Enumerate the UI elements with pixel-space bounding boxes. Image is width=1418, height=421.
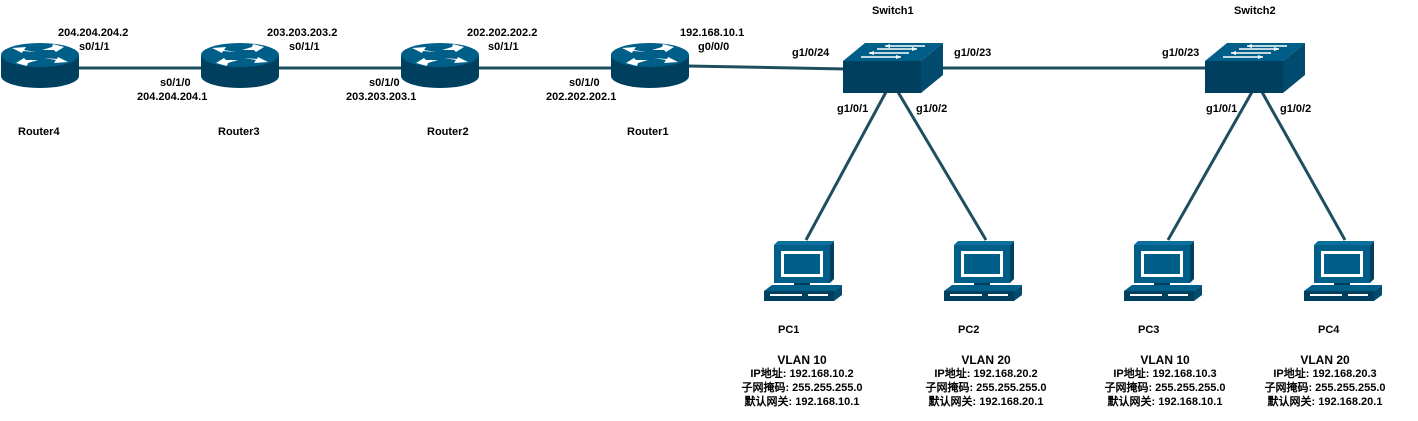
link-switch2-pc3 [1166, 91, 1254, 241]
router2-interface-label: s0/1/1 [488, 41, 519, 53]
subnet-mask-label: 子网掩码: 255.255.255.0 [741, 382, 863, 394]
router2-interface-label: s0/1/0 [369, 77, 400, 89]
router3-ip-label: 203.203.203.2 [267, 27, 338, 39]
switch1-port1-label: g1/0/1 [837, 103, 869, 115]
router1-label: Router1 [627, 126, 669, 138]
switch2-port2-label: g1/0/2 [1280, 103, 1312, 115]
link-switch1-pc2 [896, 91, 988, 241]
router1-lan-ip-label: 192.168.10.1 [680, 27, 745, 39]
router3-interface-label: s0/1/1 [289, 41, 320, 53]
router3-label: Router3 [218, 126, 260, 138]
link-switch2-pc4 [1260, 91, 1347, 241]
router4-interface-label: s0/1/1 [79, 41, 110, 53]
switch1-uplink-interface-label: g1/0/24 [792, 47, 830, 59]
router-icon[interactable] [611, 43, 689, 88]
pc4-label: PC4 [1318, 324, 1340, 336]
router3-ip-label: 204.204.204.1 [137, 91, 208, 103]
vlan-label: VLAN 20 [961, 353, 1011, 367]
pc-icon[interactable] [1123, 240, 1203, 302]
link-switch1-pc1 [804, 91, 888, 241]
switch-icon[interactable] [1204, 42, 1306, 94]
link-router1-switch1 [687, 64, 847, 71]
default-gateway-label: 默认网关: 192.168.20.1 [928, 396, 1044, 408]
router2-ip-label: 203.203.203.1 [346, 91, 417, 103]
pc3-label: PC3 [1138, 324, 1160, 336]
vlan-label: VLAN 10 [777, 353, 827, 367]
router-icon[interactable] [401, 43, 479, 88]
pc1-label: PC1 [778, 324, 800, 336]
subnet-mask-label: 子网掩码: 255.255.255.0 [925, 382, 1047, 394]
vlan-label: VLAN 20 [1300, 353, 1350, 367]
pc2-label: PC2 [958, 324, 980, 336]
default-gateway-label: 默认网关: 192.168.10.1 [744, 396, 860, 408]
router2-label: Router2 [427, 126, 469, 138]
pc1-config: VLAN 10 IP地址: 192.168.10.2 子网掩码: 255.255… [717, 353, 887, 409]
pc-icon[interactable] [763, 240, 843, 302]
router2-ip-label: 202.202.202.2 [467, 27, 538, 39]
router-icon[interactable] [1, 43, 79, 88]
pc2-config: VLAN 20 IP地址: 192.168.20.2 子网掩码: 255.255… [901, 353, 1071, 409]
ip-address-label: IP地址: 192.168.10.3 [1113, 368, 1217, 380]
ip-address-label: IP地址: 192.168.20.3 [1273, 368, 1377, 380]
subnet-mask-label: 子网掩码: 255.255.255.0 [1104, 382, 1226, 394]
router1-ip-label: 202.202.202.1 [546, 91, 617, 103]
switch1-label: Switch1 [872, 5, 914, 17]
router1-interface-label: s0/1/0 [569, 77, 600, 89]
switch1-port2-label: g1/0/2 [916, 103, 948, 115]
ip-address-label: IP地址: 192.168.20.2 [934, 368, 1038, 380]
default-gateway-label: 默认网关: 192.168.20.1 [1267, 396, 1383, 408]
switch1-trunk-interface-label: g1/0/23 [954, 47, 992, 59]
switch2-trunk-interface-label: g1/0/23 [1162, 47, 1200, 59]
pc3-config: VLAN 10 IP地址: 192.168.10.3 子网掩码: 255.255… [1080, 353, 1250, 409]
router1-lan-interface-label: g0/0/0 [698, 41, 730, 53]
router3-interface-label: s0/1/0 [160, 77, 191, 89]
pc-icon[interactable] [943, 240, 1023, 302]
pc-icon[interactable] [1303, 240, 1383, 302]
ip-address-label: IP地址: 192.168.10.2 [750, 368, 854, 380]
router4-ip-label: 204.204.204.2 [58, 27, 129, 39]
subnet-mask-label: 子网掩码: 255.255.255.0 [1264, 382, 1386, 394]
switch2-label: Switch2 [1234, 5, 1276, 17]
switch2-port1-label: g1/0/1 [1206, 103, 1238, 115]
switch-icon[interactable] [842, 42, 944, 94]
vlan-label: VLAN 10 [1140, 353, 1190, 367]
router4-label: Router4 [18, 126, 60, 138]
default-gateway-label: 默认网关: 192.168.10.1 [1107, 396, 1223, 408]
router-icon[interactable] [201, 43, 279, 88]
pc4-config: VLAN 20 IP地址: 192.168.20.3 子网掩码: 255.255… [1240, 353, 1410, 409]
